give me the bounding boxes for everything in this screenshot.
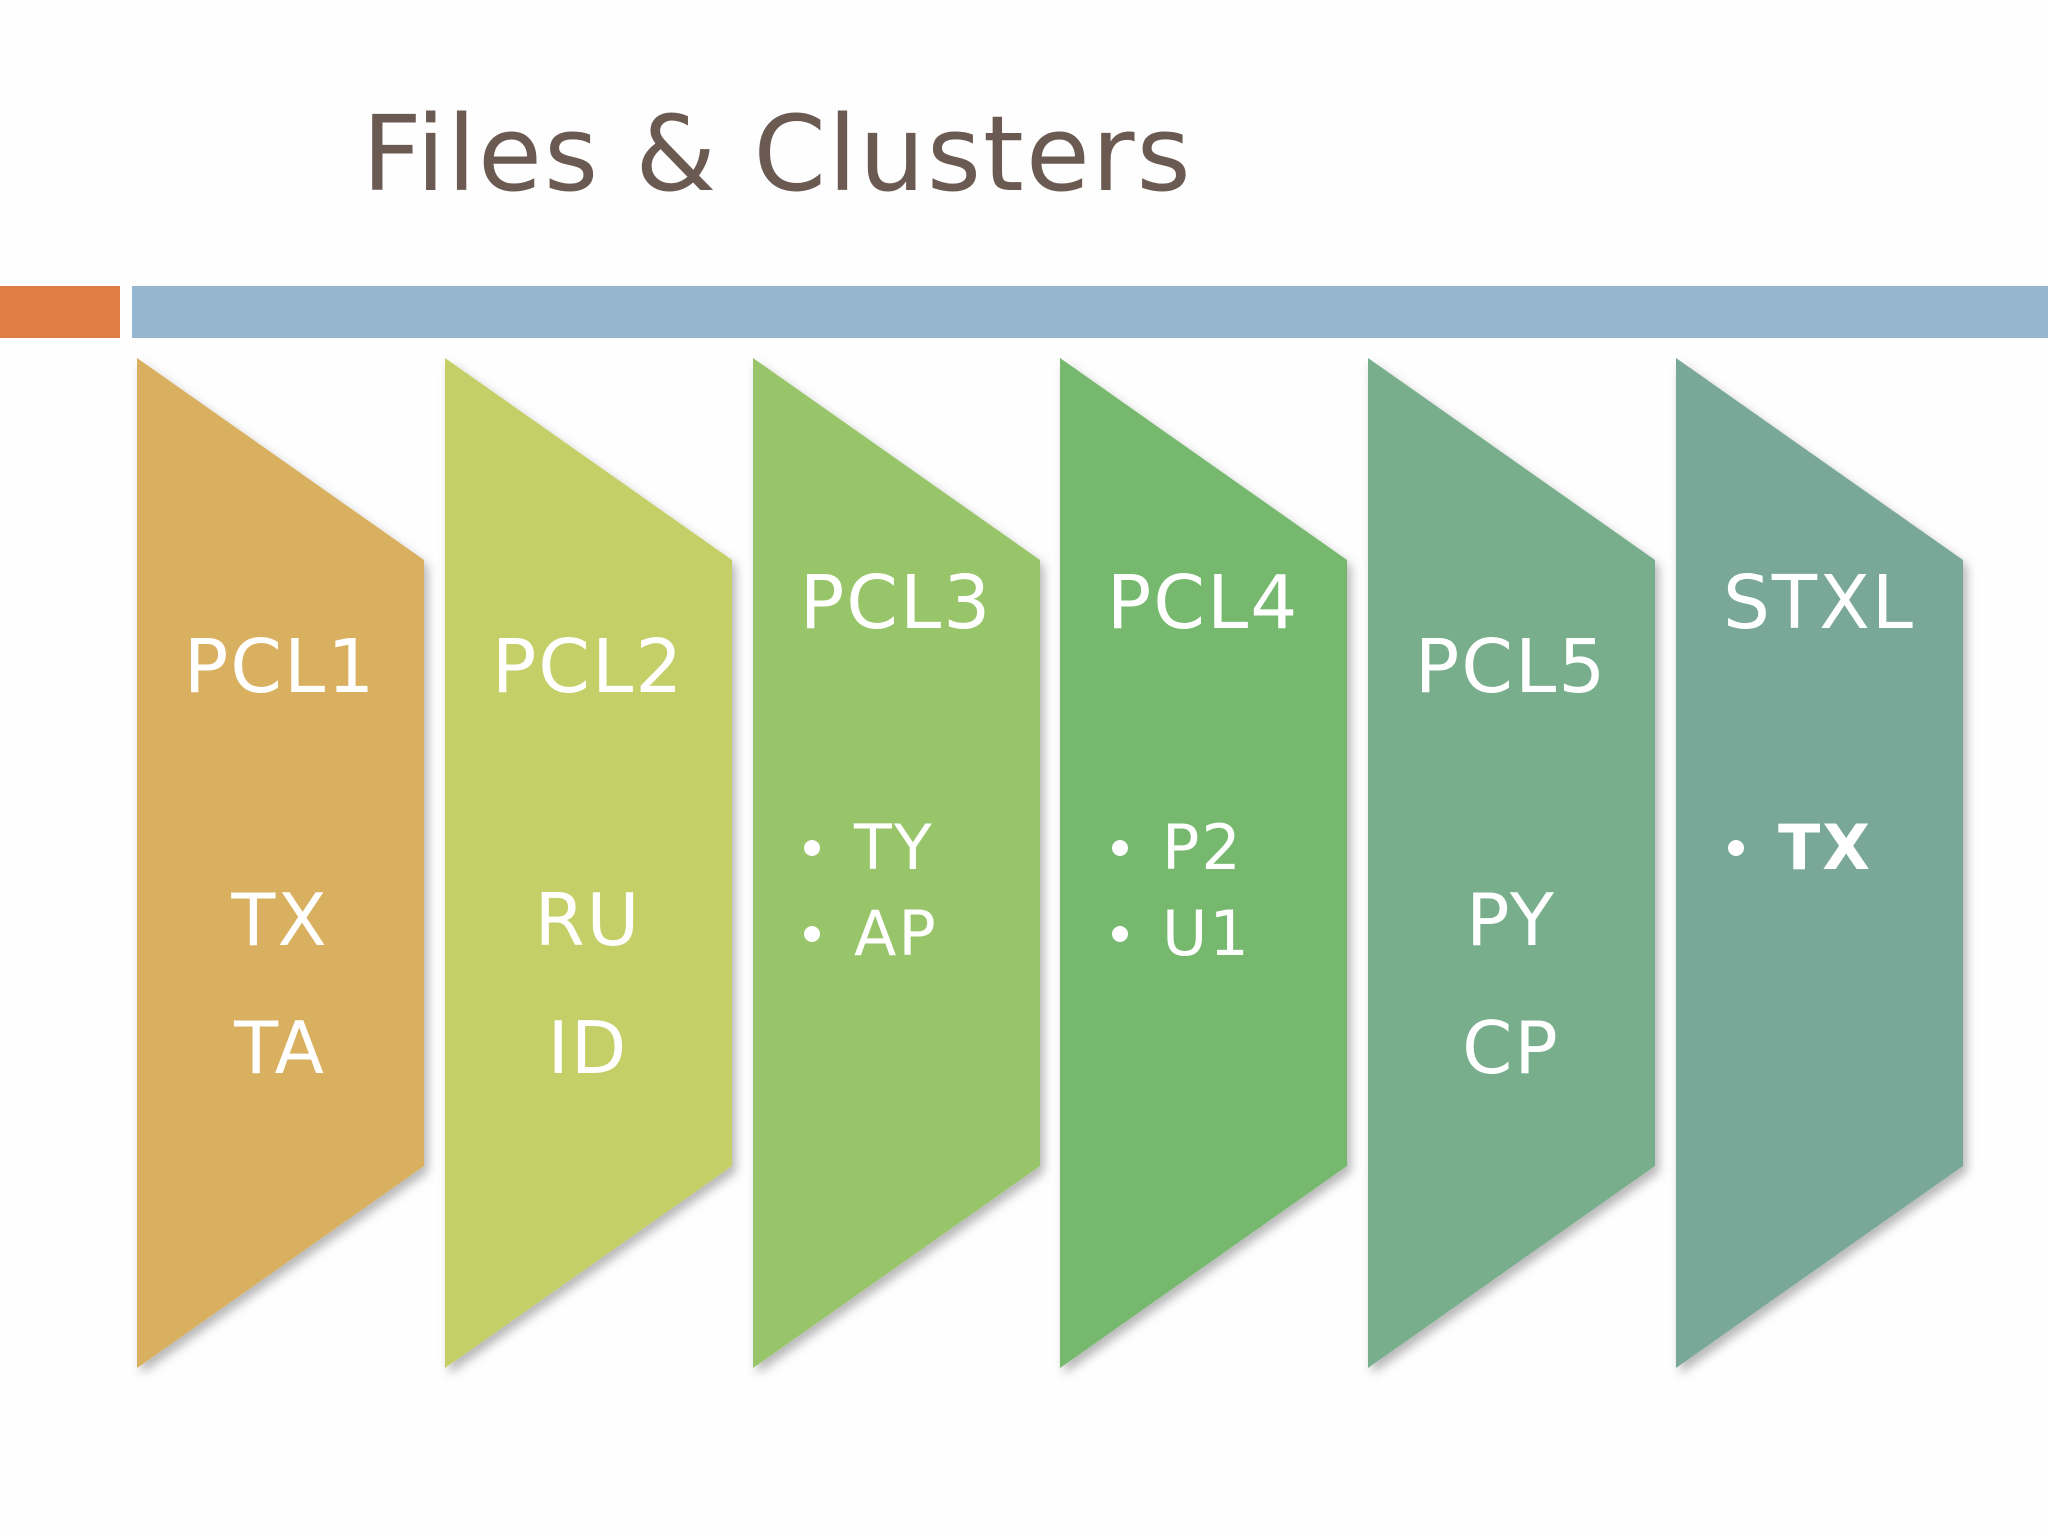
bullet-list-pcl4: P2 U1 bbox=[1112, 805, 1251, 977]
bullet-dot-icon bbox=[1728, 840, 1744, 856]
block-shape-pcl4 bbox=[1060, 358, 1347, 1368]
block-heading-stxl: STXL bbox=[1722, 560, 1916, 646]
bullet-item: P2 bbox=[1112, 805, 1251, 891]
block-shape-stxl bbox=[1676, 358, 1963, 1368]
block-shape-pcl3 bbox=[753, 358, 1040, 1368]
bullet-list-pcl3: TY AP bbox=[804, 805, 938, 977]
bullet-dot-icon bbox=[804, 840, 820, 856]
bullet-dot-icon bbox=[804, 926, 820, 942]
block-item: PY bbox=[1466, 878, 1556, 962]
bullet-item: TX bbox=[1728, 805, 1872, 891]
header-rule-bar bbox=[132, 286, 2048, 338]
bullet-list-stxl: TX bbox=[1728, 805, 1872, 891]
bullet-dot-icon bbox=[1112, 840, 1128, 856]
bullet-item: U1 bbox=[1112, 891, 1251, 977]
block-shape-pcl2 bbox=[445, 358, 732, 1368]
block-heading-pcl2: PCL2 bbox=[491, 624, 685, 710]
bullet-item: TY bbox=[804, 805, 938, 891]
block-heading-pcl5: PCL5 bbox=[1414, 624, 1608, 710]
block-shape-pcl1 bbox=[137, 358, 424, 1368]
block-item: TA bbox=[234, 1006, 326, 1090]
block-item: ID bbox=[547, 1006, 629, 1090]
slide-title: Files & Clusters bbox=[362, 93, 1193, 215]
block-heading-pcl4: PCL4 bbox=[1106, 560, 1300, 646]
block-item: RU bbox=[534, 878, 642, 962]
bullet-item: AP bbox=[804, 891, 938, 977]
block-shape-pcl5 bbox=[1368, 358, 1655, 1368]
bullet-dot-icon bbox=[1112, 926, 1128, 942]
block-item: CP bbox=[1462, 1006, 1560, 1090]
block-heading-pcl3: PCL3 bbox=[799, 560, 993, 646]
block-heading-pcl1: PCL1 bbox=[183, 624, 377, 710]
block-item: TX bbox=[231, 878, 329, 962]
accent-bar bbox=[0, 286, 120, 338]
